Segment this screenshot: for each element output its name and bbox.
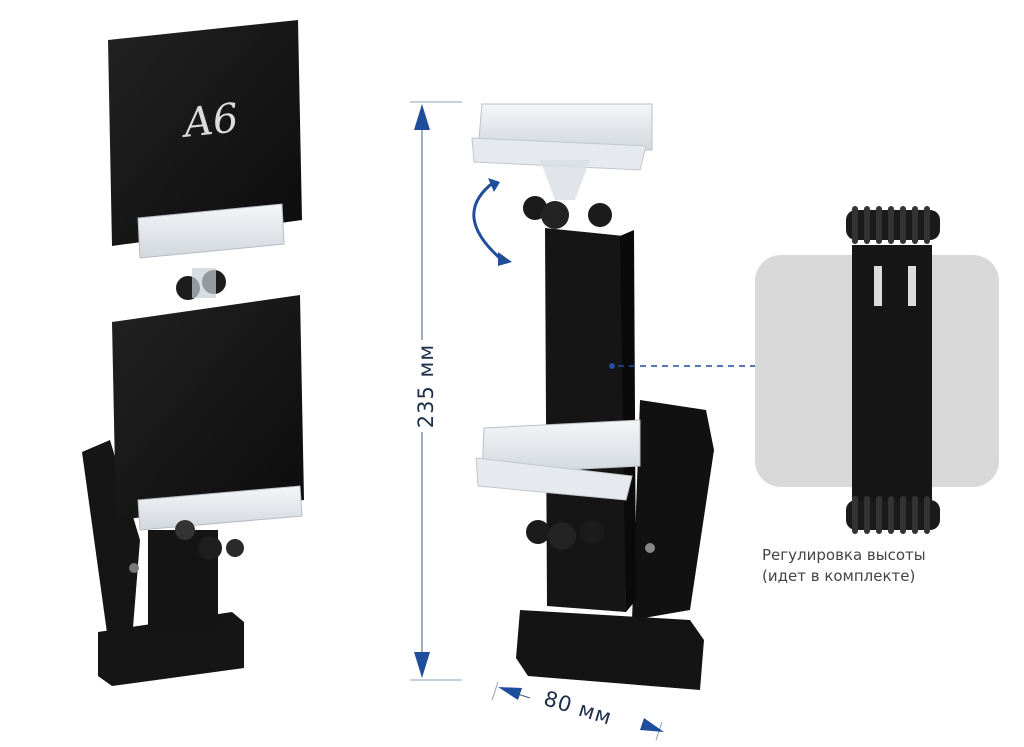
arrow-left-icon [498, 687, 522, 700]
assembled-holder [82, 20, 304, 686]
arrow-up-icon [414, 104, 430, 130]
height-dimension-label: 235 мм [414, 343, 438, 429]
lower-chalkboard [112, 295, 304, 520]
top-clear-clip [477, 103, 653, 151]
rotation-arrow-icon [472, 178, 512, 266]
arrow-down-icon [414, 652, 430, 678]
inset-caption-line-1: Регулировка высоты [762, 546, 926, 564]
chalkboard-text: A6 [181, 95, 241, 147]
height-adjuster-part [846, 206, 940, 534]
dimensioned-holder [471, 103, 714, 690]
upper-chalkboard [108, 20, 302, 246]
height-dimension-line [410, 101, 462, 681]
inset-caption-line-2: (идет в комплекте) [762, 567, 916, 585]
arrow-right-icon [640, 718, 664, 732]
width-dimension-line [491, 681, 664, 741]
